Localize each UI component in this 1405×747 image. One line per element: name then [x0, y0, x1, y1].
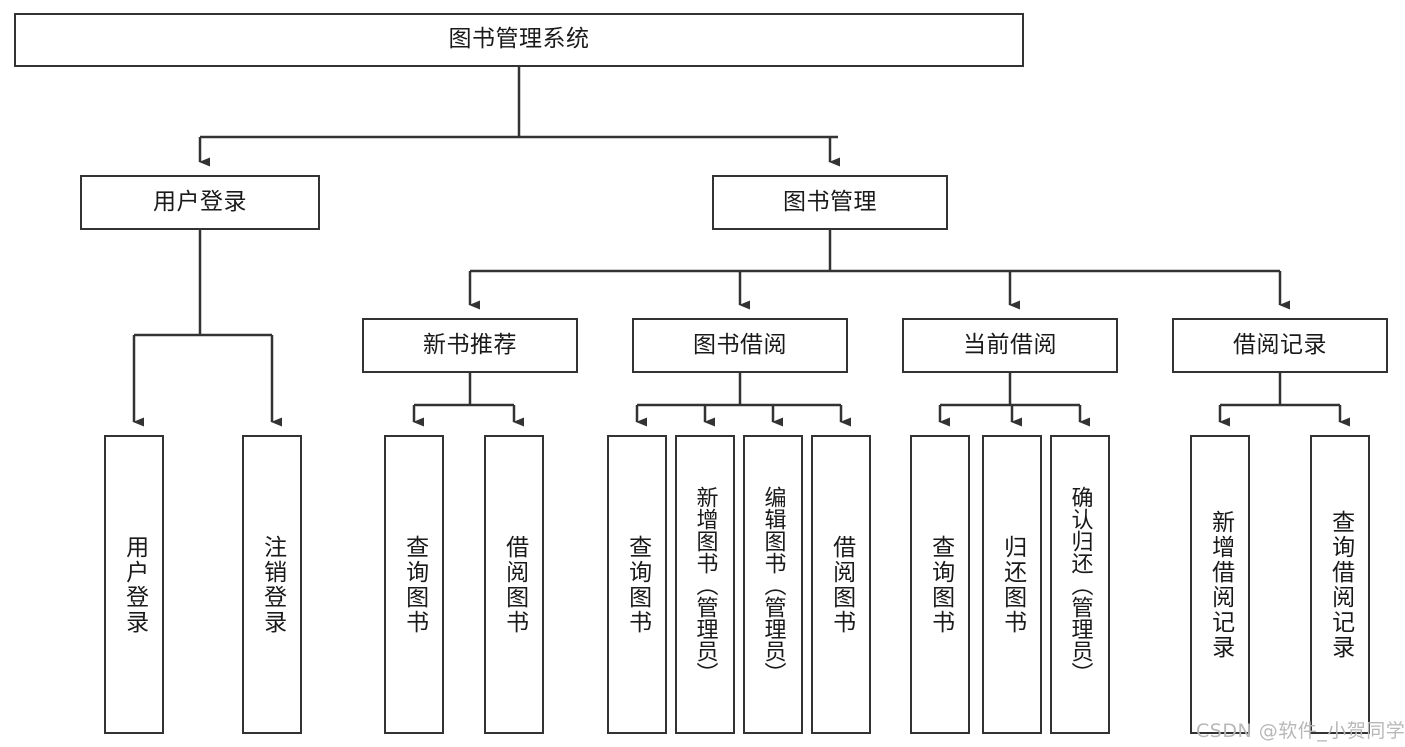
node-book-borrow[interactable]: 图书借阅: [632, 318, 848, 373]
node-new-book-recommend[interactable]: 新书推荐: [362, 318, 578, 373]
node-leaf-query-book-current[interactable]: 查询图书: [910, 435, 970, 734]
node-leaf-edit-book-admin[interactable]: 编辑图书（管理员）: [743, 435, 803, 734]
node-leaf-add-book-admin[interactable]: 新增图书（管理员）: [675, 435, 735, 734]
csdn-watermark: CSDN @软件_小贺同学: [1196, 720, 1405, 742]
node-leaf-add-borrow-record[interactable]: 新增借阅记录: [1190, 435, 1250, 734]
node-leaf-query-book-borrow[interactable]: 查询图书: [607, 435, 667, 734]
node-current-borrow[interactable]: 当前借阅: [902, 318, 1118, 373]
node-book-manage[interactable]: 图书管理: [712, 175, 948, 230]
node-leaf-query-book-recommend[interactable]: 查询图书: [384, 435, 444, 734]
node-leaf-borrow-book-recommend[interactable]: 借阅图书: [484, 435, 544, 734]
node-leaf-query-borrow-record[interactable]: 查询借阅记录: [1310, 435, 1370, 734]
node-user-login[interactable]: 用户登录: [80, 175, 320, 230]
node-leaf-confirm-return-admin[interactable]: 确认归还（管理员）: [1050, 435, 1110, 734]
node-leaf-borrow-book[interactable]: 借阅图书: [811, 435, 871, 734]
node-root-system[interactable]: 图书管理系统: [14, 13, 1024, 67]
node-borrow-record[interactable]: 借阅记录: [1172, 318, 1388, 373]
node-leaf-return-book[interactable]: 归还图书: [982, 435, 1042, 734]
node-leaf-user-logout[interactable]: 注销登录: [242, 435, 302, 734]
node-leaf-user-login[interactable]: 用户登录: [104, 435, 164, 734]
